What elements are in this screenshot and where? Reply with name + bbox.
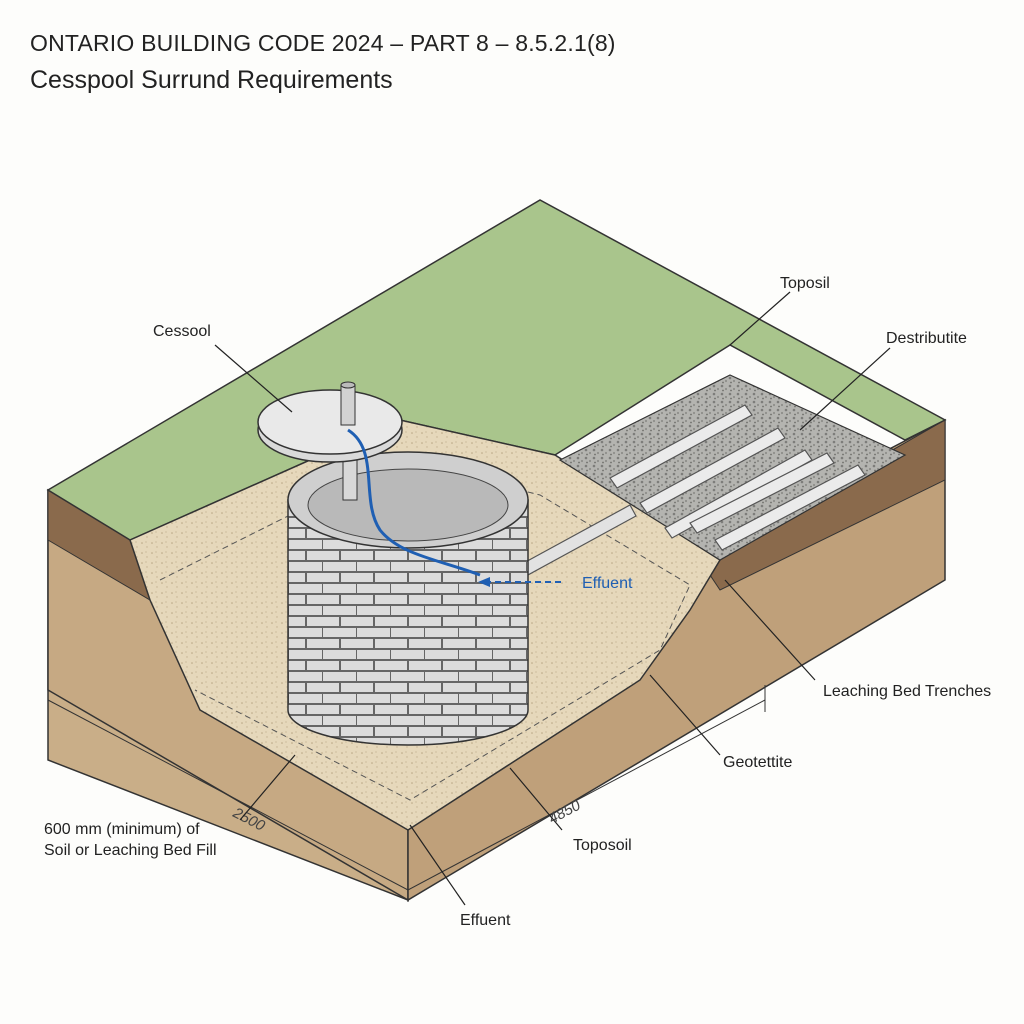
label-geotextile: Geotettite [723, 754, 792, 771]
label-cesspool: Cessool [153, 323, 211, 340]
label-distribution: Destributite [886, 330, 967, 347]
label-fill-line1: 600 mm (minimum) of [44, 821, 200, 838]
leader-lines [214, 291, 891, 906]
label-effluent-flow: Effuent [582, 575, 633, 592]
page-subtitle: Cesspool Surrund Requirements [30, 66, 393, 94]
label-fill-line2: Soil or Leaching Bed Fill [44, 842, 217, 859]
effluent-arrowhead [478, 577, 490, 587]
distribution-pipes [609, 404, 866, 551]
label-leaching-trenches: Leaching Bed Trenches [823, 683, 991, 700]
effluent-flow-line [347, 428, 481, 577]
geotextile-outline [159, 459, 691, 801]
label-effluent-bottom: Effuent [460, 912, 511, 929]
cesspool-cylinder [287, 451, 529, 746]
label-topsoil-top: Toposil [780, 275, 830, 292]
cesspool-cover [257, 381, 403, 501]
page-title: ONTARIO BUILDING CODE 2024 – PART 8 – 8.… [30, 30, 616, 56]
label-topsoil-bottom: Toposoil [573, 837, 632, 854]
dimension-lines [47, 685, 766, 902]
